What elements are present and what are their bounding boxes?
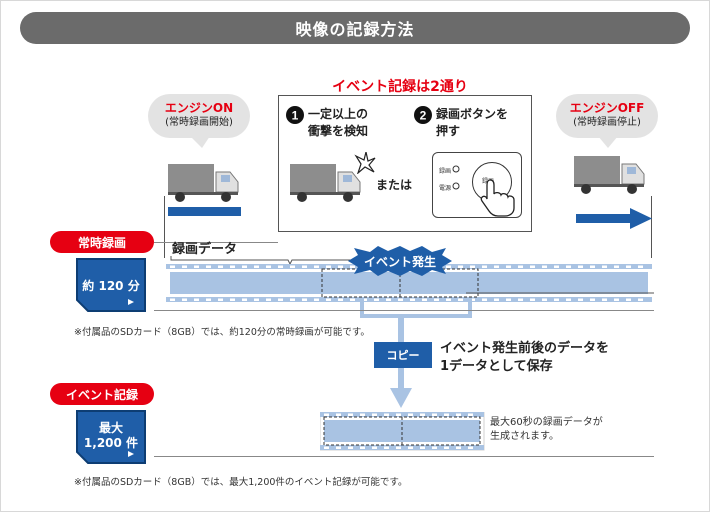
end-truck-icon xyxy=(574,156,645,194)
engine-on-label: エンジンON xyxy=(164,101,234,115)
constant-recording-badge: 常時録画 xyxy=(50,231,154,253)
pressing-hand-icon xyxy=(480,179,515,217)
engine-off-bubble: エンジンOFF (常時録画停止) xyxy=(556,94,658,138)
method-1-number: 1 xyxy=(292,109,299,123)
max-note-line1: 最大60秒の録画データが xyxy=(490,417,603,428)
sd-note-event: ※付属品のSDカード（8GB）では、最大1,200件のイベント記録が可能です。 xyxy=(74,477,408,488)
recording-start-bar xyxy=(168,207,241,216)
method-2-line1: 録画ボタンを xyxy=(436,107,509,121)
sd-card-2-line2: 1,200 件 xyxy=(83,436,139,450)
sd-note-constant: ※付属品のSDカード（8GB）では、約120分の常時録画が可能です。 xyxy=(74,327,370,338)
number-1-icon: 1 xyxy=(286,106,304,124)
method-2-number: 2 xyxy=(420,109,427,123)
event-section-baseline xyxy=(154,456,654,457)
number-2-icon: 2 xyxy=(414,106,432,124)
constant-badge-rule xyxy=(154,242,278,243)
engine-off-label: エンジンOFF xyxy=(569,101,645,115)
recording-data-label: 録画データ xyxy=(172,242,238,257)
recording-end-line xyxy=(651,196,652,258)
event-burst-text: イベント発生 xyxy=(363,255,436,269)
event-recording-badge: イベント記録 xyxy=(50,383,154,405)
panel-rec-label: 録画 xyxy=(439,168,452,175)
impact-truck-icon xyxy=(290,164,361,202)
engine-off-bubble-tail xyxy=(598,136,618,148)
method-2-line2: 押す xyxy=(436,124,461,138)
sd-card-2-line1: 最大 xyxy=(98,421,123,435)
rec-led-icon xyxy=(452,165,460,173)
event-clip-strip xyxy=(320,412,485,451)
title-bar: 映像の記録方法 xyxy=(20,12,690,44)
recording-progress-arrow xyxy=(576,208,652,229)
copy-label: コピー xyxy=(374,342,432,368)
copy-description: イベント発生前後のデータを 1データとして保存 xyxy=(440,340,609,376)
recording-start-line xyxy=(164,196,165,258)
method-1-text: 一定以上の 衝撃を検知 xyxy=(308,106,368,140)
method-1-line1: 一定以上の xyxy=(308,107,369,121)
power-led-icon xyxy=(452,182,460,190)
panel-power-label: 電源 xyxy=(439,185,452,192)
engine-off-sub: (常時録画停止) xyxy=(573,117,641,128)
timeline-arrow-line xyxy=(466,292,654,294)
method-2-text: 録画ボタンを 押す xyxy=(436,106,508,140)
start-truck-icon xyxy=(168,164,239,202)
copy-desc-line2: 1データとして保存 xyxy=(440,359,553,374)
sd-card-2-icon xyxy=(76,410,146,464)
sd-card-2-text: 最大 1,200 件 xyxy=(76,421,146,451)
engine-on-bubble: エンジンON (常時録画開始) xyxy=(148,94,250,138)
sd-card-1-icon xyxy=(76,258,146,312)
method-1-line2: 衝撃を検知 xyxy=(308,124,369,138)
impact-burst-icon xyxy=(354,152,376,174)
or-text: または xyxy=(376,178,413,192)
event-burst-icon xyxy=(348,246,452,276)
sd-card-1-text: 約 120 分 xyxy=(82,279,140,293)
max-data-note: 最大60秒の録画データが 生成されます。 xyxy=(490,416,603,444)
constant-section-baseline xyxy=(154,310,654,311)
engine-on-bubble-tail xyxy=(190,136,210,148)
copy-desc-line1: イベント発生前後のデータを xyxy=(440,341,610,356)
event-title: イベント記録は2通り xyxy=(332,79,468,95)
engine-on-sub: (常時録画開始) xyxy=(165,117,233,128)
max-note-line2: 生成されます。 xyxy=(490,431,559,442)
